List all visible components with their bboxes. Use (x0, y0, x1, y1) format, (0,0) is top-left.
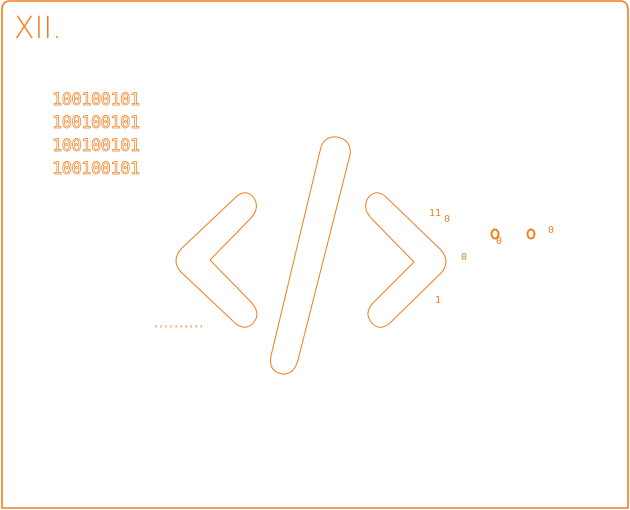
right-angle-bracket (365, 192, 447, 328)
digit-label: 11 (429, 208, 441, 219)
digit-label: 0 (548, 225, 554, 236)
binary-block: 100100101 100100101 100100101 100100101 (52, 90, 141, 180)
digit-label: 0 (496, 236, 502, 247)
digit-label: 1 (435, 295, 441, 306)
ring-mark (490, 228, 500, 240)
logo-text: XII. (14, 11, 62, 46)
digit-label: 0 (444, 214, 450, 225)
binary-line: 100100101 (52, 159, 140, 179)
digit-label: 0 (461, 252, 467, 263)
binary-line: 100100101 (52, 90, 140, 110)
left-angle-bracket (175, 192, 258, 328)
binary-line: 100100101 (52, 113, 140, 133)
slash-stroke (270, 136, 351, 375)
floating-digits: 11 0 0 1 0 0 (429, 208, 554, 306)
dotted-marks: '''''''''' (153, 324, 203, 335)
ring-mark (526, 228, 536, 240)
code-brackets-icon (175, 136, 447, 375)
binary-line: 100100101 (52, 136, 140, 156)
